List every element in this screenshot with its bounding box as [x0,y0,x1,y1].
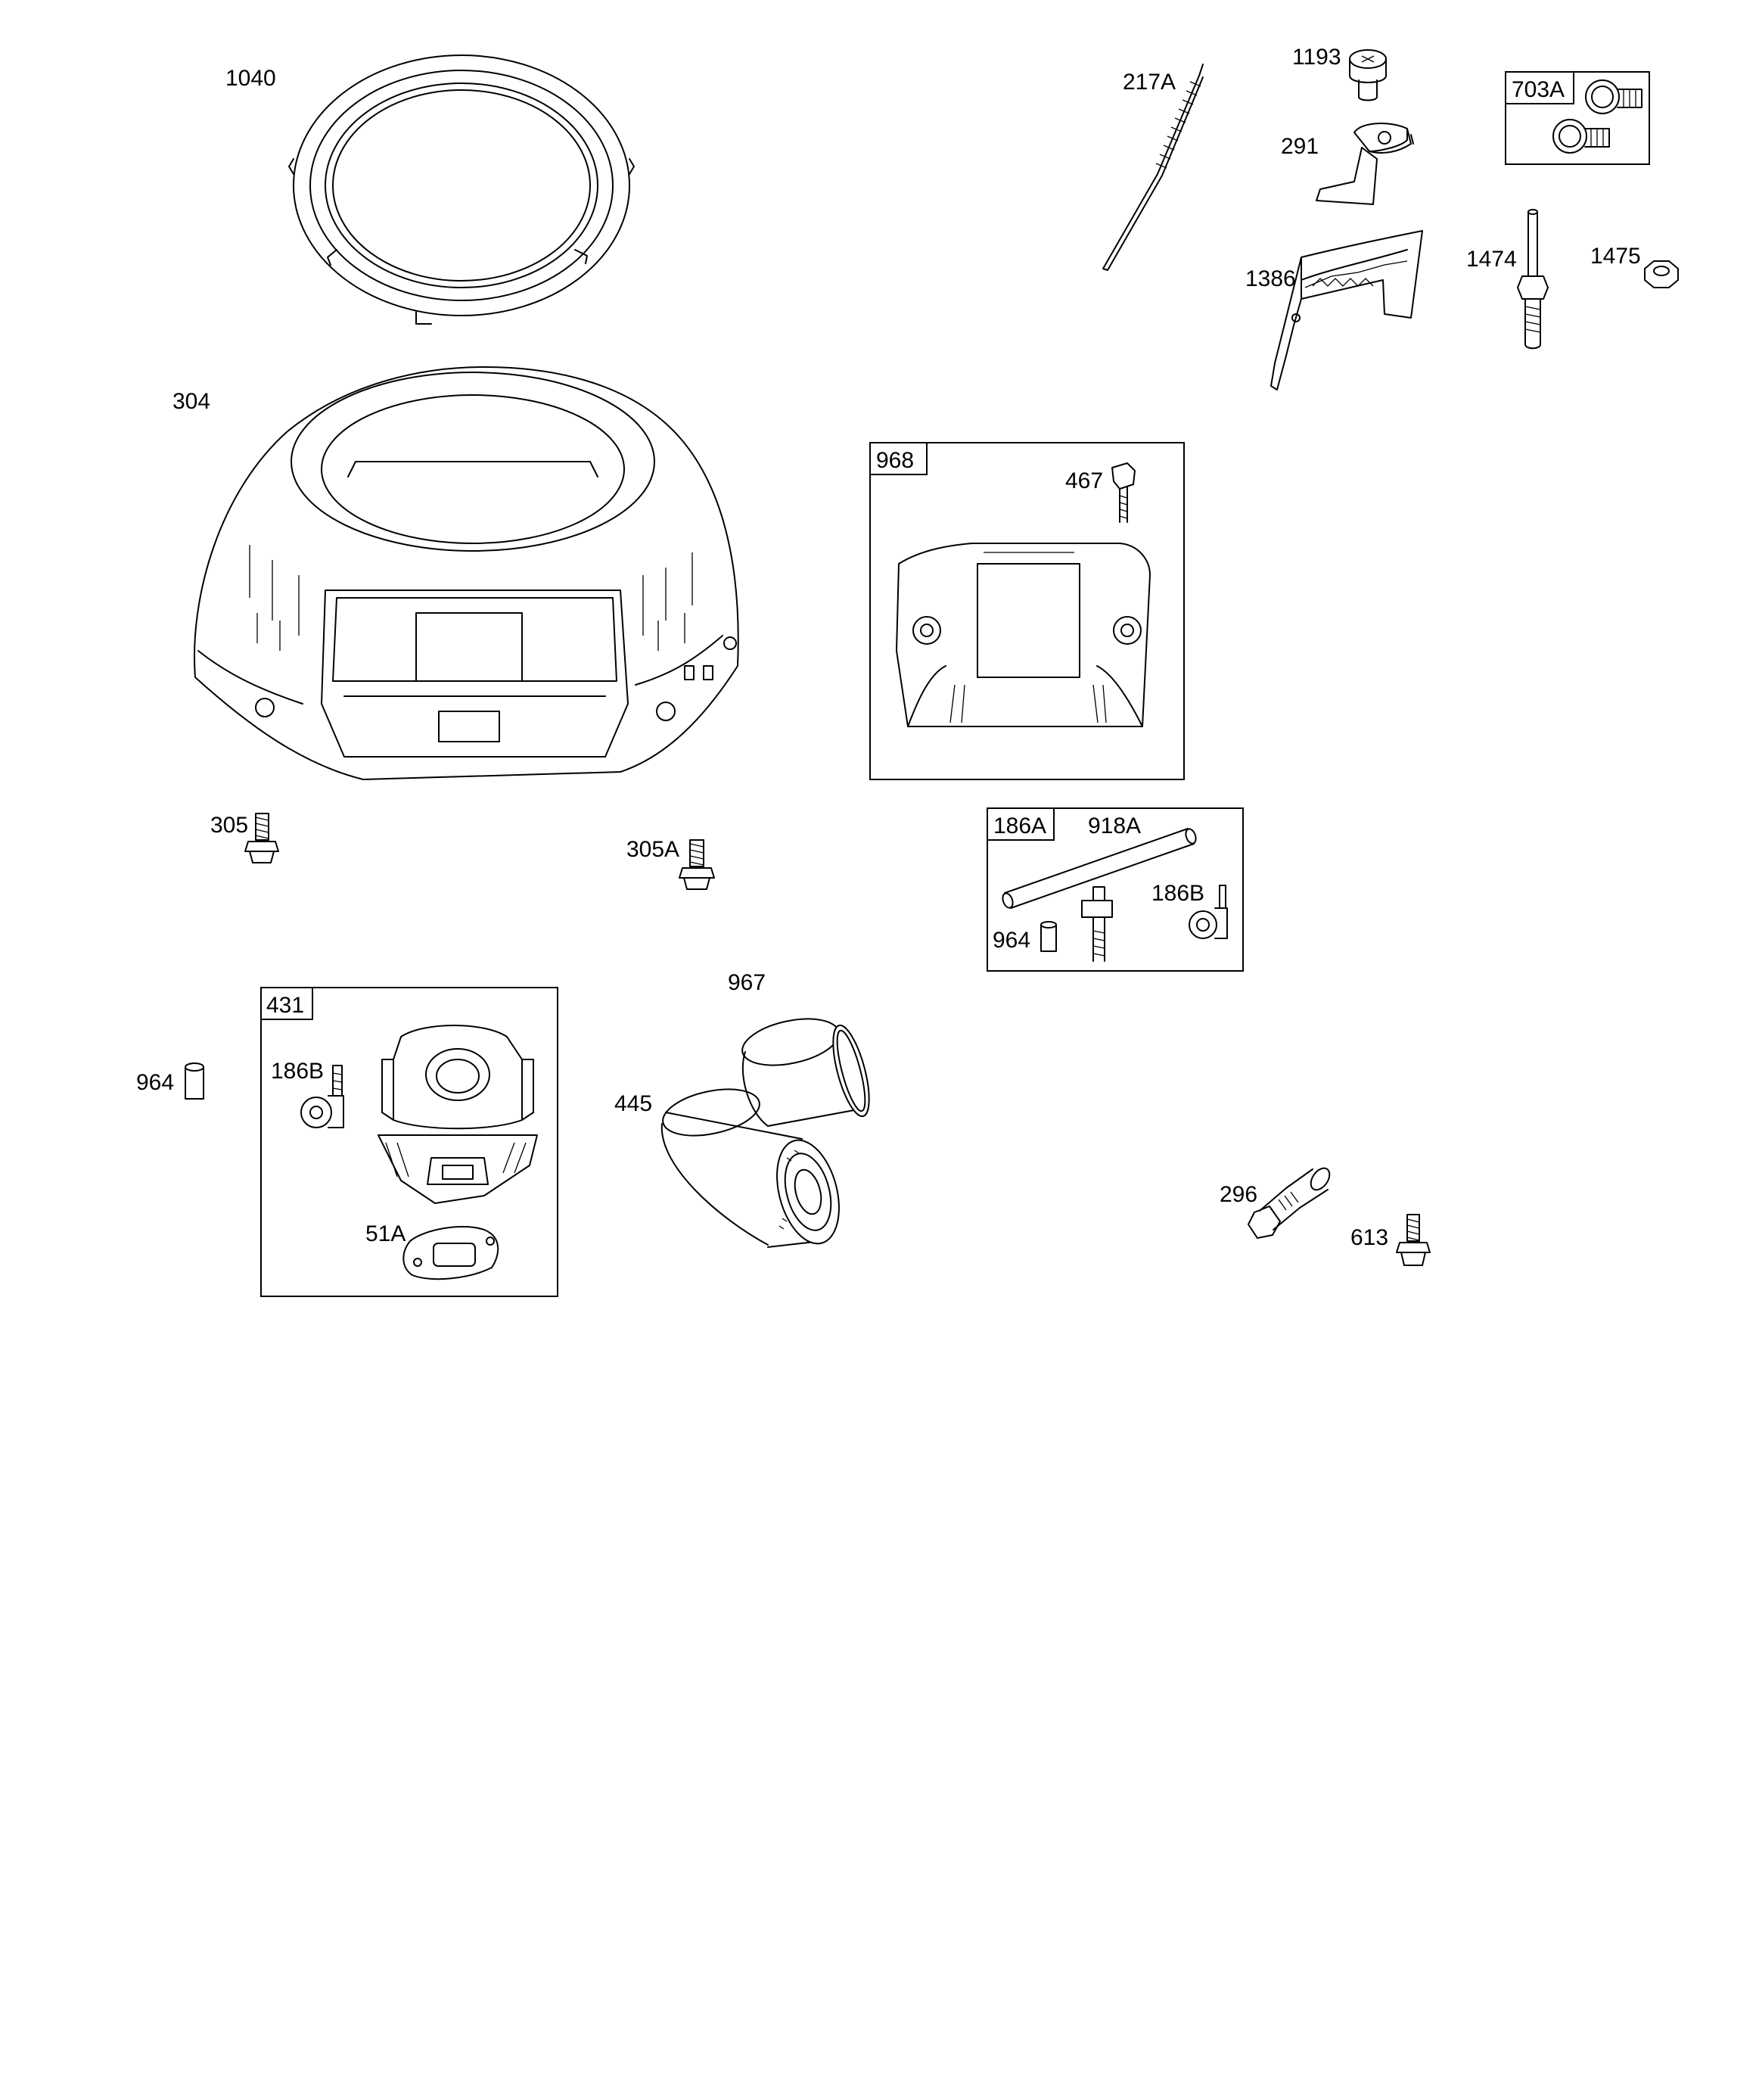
part-296-fitting [1248,1167,1331,1239]
part-tee-fitting [1081,886,1113,962]
part-304-blower-housing [194,366,739,780]
callout-968: 968 [876,448,914,473]
part-1474-stud [1517,209,1549,350]
part-431-air-cleaner-base [378,1025,538,1204]
callout-1193: 1193 [1292,45,1341,70]
box-431 [260,987,558,1297]
box-186A [987,807,1244,972]
callout-217A: 217A [1123,70,1176,95]
part-1475-nut [1644,260,1679,288]
callout-296: 296 [1220,1182,1257,1207]
box-968 [869,442,1185,780]
callout-467: 467 [1065,468,1103,493]
callout-1040: 1040 [225,66,276,91]
callout-305: 305 [210,813,248,838]
part-186B-fitting [300,1065,344,1128]
part-186B-kit-fitting [1189,885,1228,939]
callout-431: 431 [266,993,304,1018]
callout-613: 613 [1350,1225,1388,1250]
callout-703A: 703A [1512,77,1565,102]
callout-186A: 186A [993,814,1046,838]
part-51A-gasket [402,1225,499,1280]
callout-445: 445 [614,1091,652,1116]
part-305-bolt [244,813,279,863]
box-968-tag [869,442,928,475]
callout-964: 964 [136,1070,174,1095]
callout-1386: 1386 [1245,266,1296,291]
callout-51A: 51A [365,1221,406,1246]
part-703A-clamps [1552,79,1642,154]
part-305A-bolt [679,839,715,890]
callout-291: 291 [1281,134,1319,159]
part-291-bracket [1316,123,1414,205]
part-467-screw [1111,462,1136,523]
callout-304: 304 [172,389,210,414]
callout-186B-kit: 186B [1151,881,1204,906]
callout-964-kit: 964 [993,928,1030,953]
callout-1474: 1474 [1466,247,1517,272]
part-1040-ring [288,54,635,325]
callout-186B: 186B [271,1059,324,1084]
part-968-cover [896,543,1151,727]
part-964-hose [185,1062,204,1100]
callout-918A: 918A [1088,814,1141,838]
box-703A [1505,71,1650,165]
part-1386-plate [1270,230,1423,390]
callout-1475: 1475 [1590,244,1641,269]
part-918A-tube [1002,828,1197,909]
part-1193-screw [1349,49,1387,101]
callout-967: 967 [728,970,766,995]
box-703A-tag [1505,71,1574,104]
part-445-filter [660,1088,840,1248]
part-964-kit-hose [1040,921,1057,952]
part-613-bolt [1396,1214,1431,1266]
callout-305A: 305A [626,837,679,862]
box-431-tag [260,987,313,1020]
part-217A-spring [1102,64,1204,271]
box-186A-tag [987,807,1055,841]
